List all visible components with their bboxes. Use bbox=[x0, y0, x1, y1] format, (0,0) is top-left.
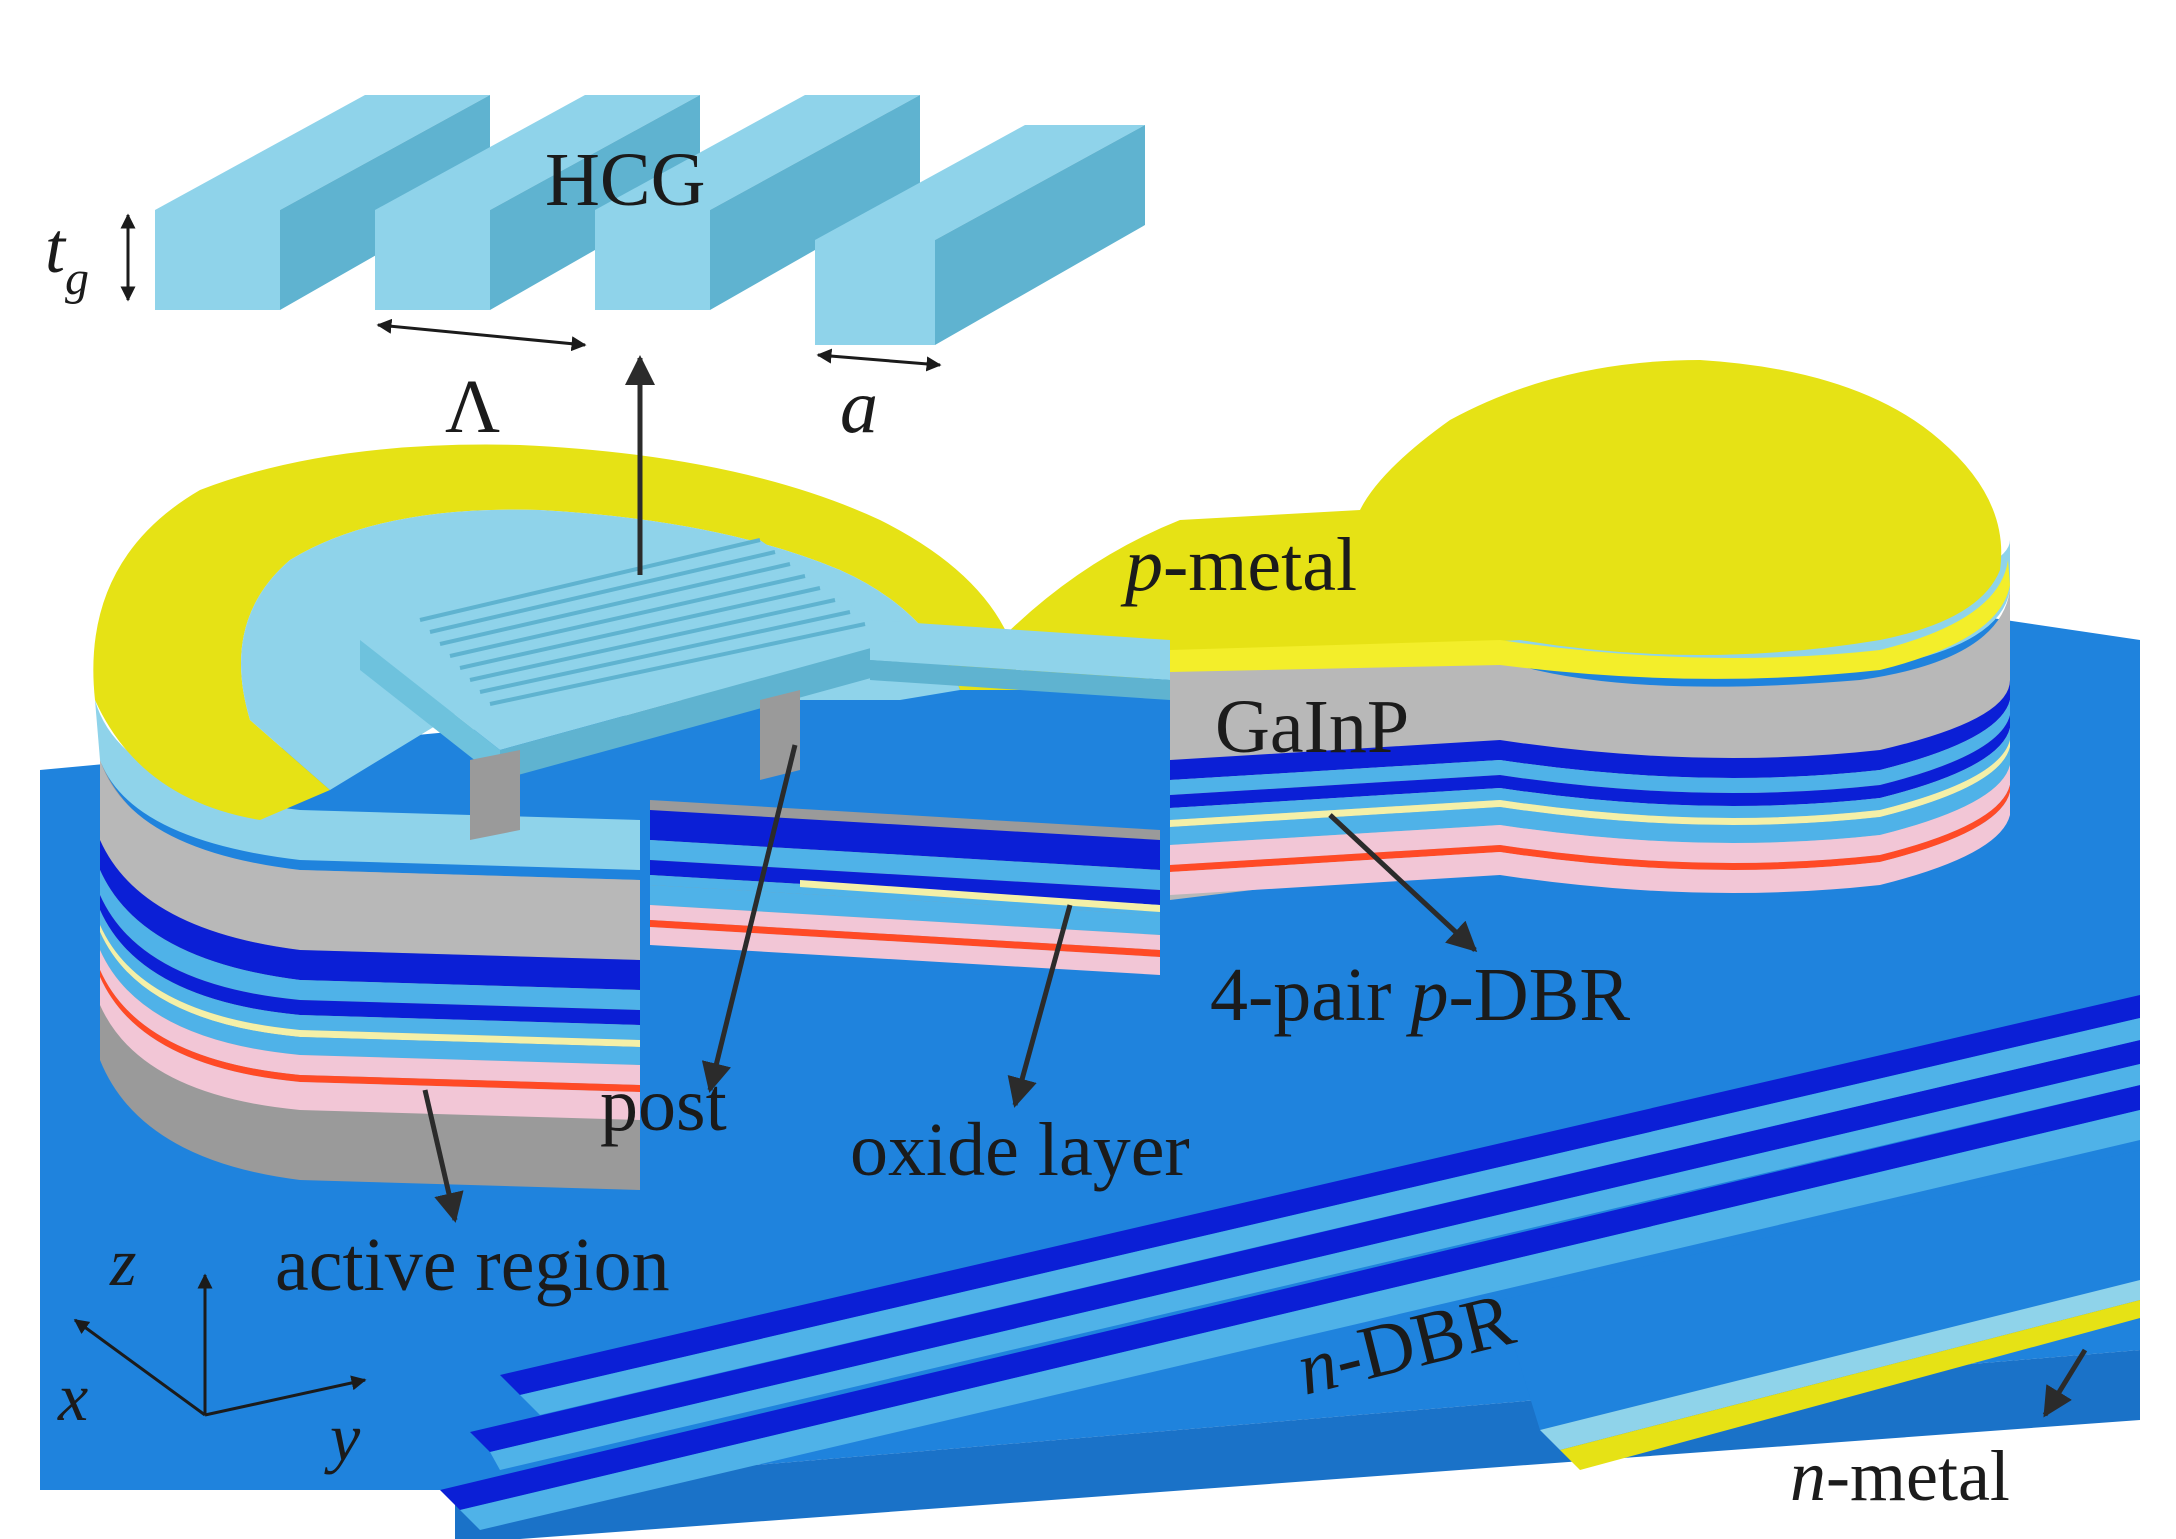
tg-label: tg bbox=[45, 208, 89, 305]
bar-width-label: a bbox=[840, 365, 878, 449]
dimension-marks bbox=[120, 213, 942, 372]
p-dbr-label: 4-pair p-DBR bbox=[1210, 953, 1630, 1037]
coordinate-axes bbox=[73, 1273, 367, 1417]
p-dbr-pointer-arrow bbox=[1328, 813, 1478, 953]
hcg-mini-grating bbox=[419, 538, 866, 706]
p-metal-label: p-metal bbox=[1120, 523, 1357, 607]
active-pointer-arrow bbox=[422, 1089, 464, 1223]
hcg-bars bbox=[155, 95, 1145, 345]
x-axis bbox=[73, 1318, 206, 1417]
p-dbr-label-rest: -DBR bbox=[1448, 953, 1630, 1037]
p-metal-label-rest: -metal bbox=[1163, 523, 1357, 607]
n-dbr-stripes bbox=[440, 995, 2140, 1530]
n-metal-label: n-metal bbox=[1790, 1436, 2010, 1516]
axis-y-label: y bbox=[324, 1399, 361, 1475]
period-label: Λ bbox=[445, 365, 500, 449]
mesa-body bbox=[95, 540, 2010, 1190]
hcg-platform bbox=[360, 538, 1170, 840]
post-support-left bbox=[470, 750, 520, 840]
post-support-right bbox=[760, 690, 800, 780]
axis-z-label: z bbox=[109, 1224, 136, 1300]
hcg-label: HCG bbox=[545, 138, 705, 222]
axis-x-label: x bbox=[57, 1359, 88, 1435]
p-dbr-label-pre: 4-pair bbox=[1210, 953, 1410, 1037]
oxide-label: oxide layer bbox=[850, 1108, 1190, 1192]
post-pointer-arrow bbox=[701, 744, 798, 1093]
n-metal-pointer-arrow bbox=[2042, 1348, 2088, 1418]
tg-label-main: t bbox=[45, 208, 67, 288]
p-metal-label-italic: p bbox=[1120, 523, 1163, 607]
y-axis bbox=[204, 1375, 367, 1417]
p-dbr-label-italic: p bbox=[1405, 953, 1448, 1037]
post-label: post bbox=[600, 1063, 727, 1147]
tg-label-sub: g bbox=[65, 252, 89, 305]
n-metal-label-italic: n bbox=[1790, 1436, 1826, 1516]
period-dimension-arrow bbox=[376, 318, 587, 352]
active-label: active region bbox=[275, 1223, 670, 1307]
gainp-label: GaInP bbox=[1215, 685, 1409, 769]
pointer-arrows bbox=[422, 355, 2088, 1418]
n-metal-label-rest: -metal bbox=[1826, 1436, 2010, 1516]
oxide-pointer-arrow bbox=[1007, 904, 1073, 1108]
bar-width-dimension-arrow bbox=[816, 348, 942, 372]
